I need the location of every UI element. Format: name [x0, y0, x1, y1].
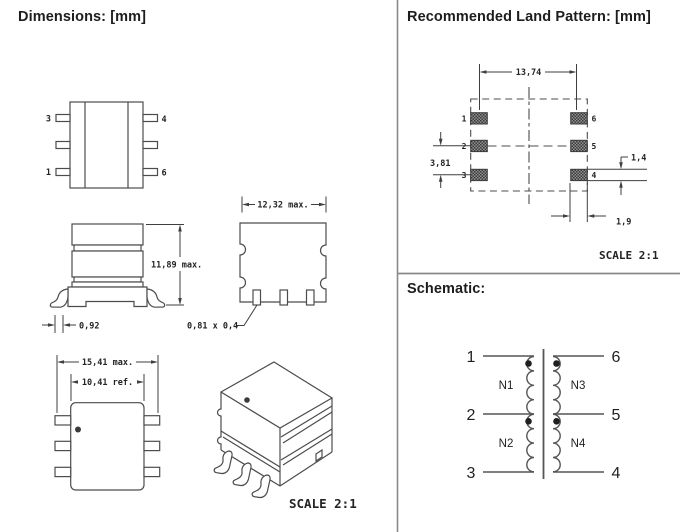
dimensions-title: Dimensions: [mm]	[18, 9, 147, 25]
dim-height-label: 11,89 max.	[151, 261, 202, 271]
winding-N3	[552, 355, 561, 415]
polarity-dot-N4	[553, 418, 560, 425]
polarity-dot-N3	[553, 360, 560, 367]
dim-height: 11,89 max.	[146, 224, 202, 306]
dim-pad-height: 1,4	[587, 154, 647, 195]
bottom-view: 15,41 max. 10,41 ref.	[54, 355, 161, 491]
iso-foot-tab	[315, 448, 323, 463]
schematic-title: Schematic:	[407, 281, 486, 297]
dim-inner-width-label: 10,41 ref.	[82, 378, 133, 388]
land-pad-number-2: 2	[462, 142, 467, 151]
land-pad-number-6: 6	[592, 115, 597, 124]
dim-lead-width: 0,92	[42, 315, 99, 333]
land-pad-number-5: 5	[592, 142, 597, 151]
schematic-pin-6: 6	[612, 349, 621, 366]
land-pad-number-1: 1	[462, 115, 467, 124]
front-view: 11,89 max. 0,92	[42, 223, 202, 333]
land-pad-5	[570, 139, 588, 153]
schematic-pin-1: 1	[467, 349, 476, 366]
front-lead-right	[146, 288, 166, 308]
dim-pad-width-label: 1,9	[616, 218, 631, 228]
iso-marker-dot	[244, 397, 250, 403]
pin-label-3: 3	[46, 115, 51, 125]
iso-lead	[232, 462, 252, 487]
winding-label-N1: N1	[499, 380, 514, 392]
winding-N1	[526, 355, 535, 415]
land-pad-4	[570, 168, 588, 182]
side-view: 12,32 max. 0,81 x 0,4	[187, 196, 327, 332]
dim-pad-size-label: 0,81 x 0,4	[187, 322, 238, 332]
land-pattern-scale-label: SCALE 2:1	[599, 249, 659, 262]
winding-label-N3: N3	[571, 380, 586, 392]
pin-label-6: 6	[162, 169, 167, 179]
dim-pad-size: 0,81 x 0,4	[187, 304, 258, 332]
schematic-pin-5: 5	[612, 407, 621, 424]
bottom-view-body	[70, 402, 145, 491]
winding-label-N4: N4	[571, 438, 586, 450]
top-view-pins	[55, 113, 159, 177]
dimensions-scale-label: SCALE 2:1	[289, 496, 357, 511]
dim-width-label: 12,32 max.	[257, 201, 308, 211]
dim-pitch-y: 3,81	[430, 132, 471, 188]
dim-outer-width: 15,41 max.	[56, 355, 159, 413]
land-pad-3	[470, 168, 488, 182]
land-pad-2	[470, 139, 488, 153]
top-view: 3 4 1 6	[46, 101, 167, 189]
top-view-body	[69, 101, 144, 189]
polarity-dot-N2	[525, 418, 532, 425]
dim-outer-width-label: 15,41 max.	[82, 358, 133, 368]
land-pattern-title: Recommended Land Pattern: [mm]	[407, 9, 651, 25]
land-pad-1	[470, 112, 488, 125]
dim-width: 12,32 max.	[241, 196, 327, 213]
land-pad-6	[570, 112, 588, 125]
dim-pitch-x: 13,74	[479, 64, 577, 110]
schematic-pin-2: 2	[467, 407, 476, 424]
iso-top-face	[219, 361, 334, 429]
land-pad-number-4: 4	[592, 171, 597, 180]
winding-N2	[526, 413, 535, 473]
winding-N4	[552, 413, 561, 473]
dim-inner-width: 10,41 ref.	[70, 374, 145, 401]
dim-pad-height-label: 1,4	[631, 154, 646, 164]
schematic-pin-4: 4	[612, 465, 621, 482]
pin-label-1: 1	[46, 168, 51, 178]
pin-label-4: 4	[162, 115, 167, 125]
iso-lead	[251, 474, 271, 499]
winding-label-N2: N2	[499, 438, 514, 450]
dim-pad-width: 1,9	[551, 183, 631, 228]
front-lead-left	[49, 288, 69, 308]
polarity-dot-N1	[525, 360, 532, 367]
bottom-view-pins	[54, 415, 161, 478]
land-pattern: 1 2 3 6 5 4 13,74	[430, 64, 659, 262]
side-view-body	[239, 222, 327, 303]
schematic: 1 2 3 6 5 4 N1 N2 N3 N4	[467, 349, 621, 482]
dim-pitch-y-label: 3,81	[430, 159, 450, 169]
schematic-pin-3: 3	[467, 465, 476, 482]
iso-lead	[213, 450, 233, 475]
land-pad-number-3: 3	[462, 171, 467, 180]
dim-lead-width-label: 0,92	[79, 322, 99, 332]
pin1-marker-dot	[75, 426, 81, 433]
iso-view: SCALE 2:1	[213, 361, 357, 511]
front-view-base	[67, 286, 148, 308]
dim-pitch-x-label: 13,74	[516, 68, 542, 78]
